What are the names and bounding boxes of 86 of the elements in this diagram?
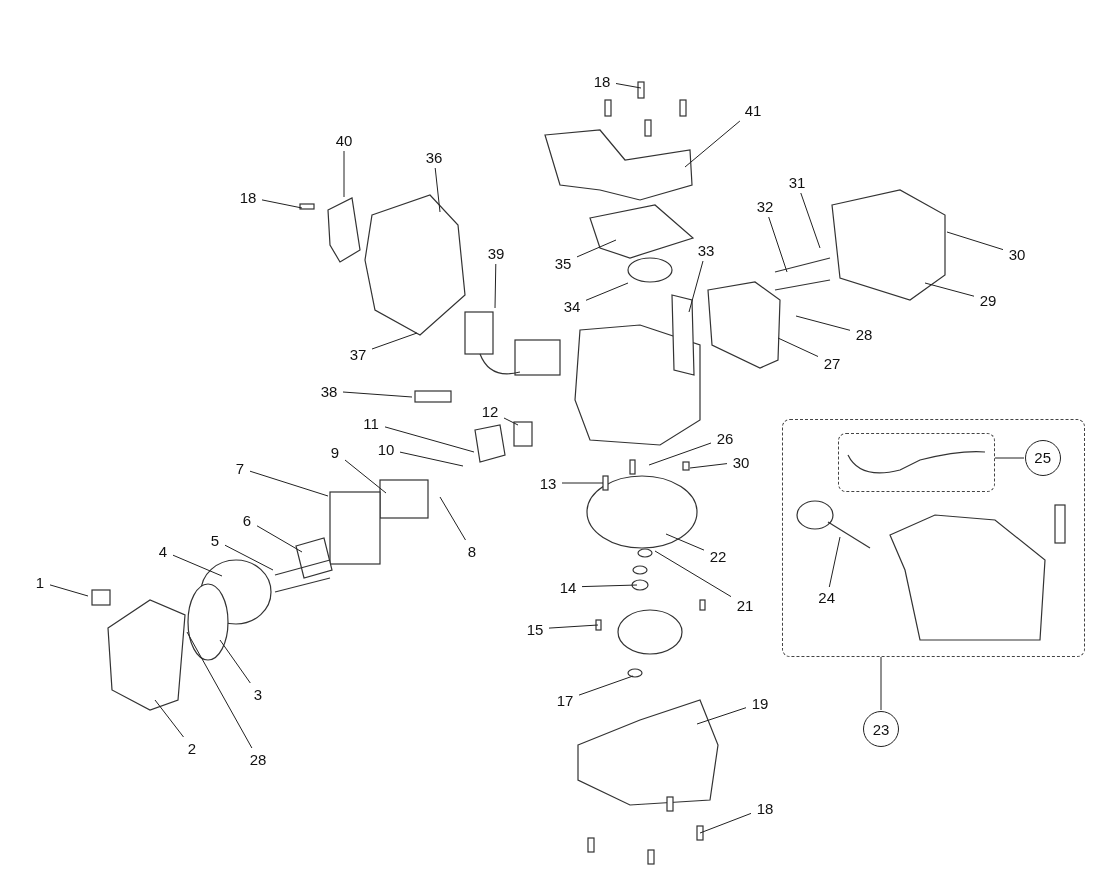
callout-number: 30 <box>1005 245 1029 263</box>
callout-number: 4 <box>155 542 171 560</box>
callout-number: 12 <box>478 402 502 420</box>
leader-line <box>777 337 819 357</box>
leader-line <box>224 544 274 571</box>
leader-line <box>654 550 732 598</box>
callout-number: 38 <box>317 382 341 400</box>
callout-number: 40 <box>332 131 356 149</box>
callout-number: 5 <box>207 531 223 549</box>
leader-line <box>581 584 638 588</box>
callout-number: 18 <box>753 799 777 817</box>
callout-number: 19 <box>748 694 772 712</box>
leader-line <box>261 199 303 209</box>
callout-number: 36 <box>422 148 446 166</box>
leader-line <box>503 417 519 426</box>
callout-number: 28 <box>852 325 876 343</box>
leader-line <box>576 239 617 258</box>
leader-line <box>946 231 1004 251</box>
leader-line <box>439 496 466 541</box>
leader-line <box>924 282 975 297</box>
leader-line <box>371 332 418 350</box>
leader-line <box>689 463 728 469</box>
callout-number: 1 <box>32 573 48 591</box>
callout-number: 15 <box>523 620 547 638</box>
callout-number: 8 <box>464 542 480 560</box>
callout-number: 3 <box>250 685 266 703</box>
callout-number: 34 <box>560 297 584 315</box>
callout-number: 10 <box>374 440 398 458</box>
dashed-subassembly-box <box>837 432 995 492</box>
leader-line <box>49 584 89 597</box>
leader-line <box>399 451 464 467</box>
callout-number: 13 <box>536 474 560 492</box>
callout-number: 2 <box>184 739 200 757</box>
leader-line <box>699 812 752 834</box>
callout-number: 27 <box>820 354 844 372</box>
leader-line <box>384 426 475 453</box>
callout-number: 29 <box>976 291 1000 309</box>
leader-line <box>795 315 851 331</box>
callout-number: 24 <box>814 588 839 607</box>
callout-number: 7 <box>232 459 248 477</box>
leader-line <box>172 554 223 577</box>
leader-line <box>343 150 345 198</box>
leader-line <box>994 457 1025 459</box>
leader-line <box>665 533 705 551</box>
leader-line <box>154 699 184 738</box>
leader-line <box>696 707 747 725</box>
leader-line <box>548 624 599 629</box>
leader-line <box>494 263 497 309</box>
callout-number: 14 <box>556 578 580 596</box>
leader-line <box>800 192 821 249</box>
callout-number: 33 <box>694 241 718 259</box>
callout-number: 22 <box>706 547 730 565</box>
leader-line <box>561 482 604 484</box>
leader-line <box>578 675 634 696</box>
leader-line <box>880 656 882 711</box>
callout-number: 41 <box>741 101 765 119</box>
leader-line <box>186 631 253 749</box>
callout-number: 11 <box>359 414 383 432</box>
leader-line <box>342 391 413 398</box>
callout-number: 31 <box>785 173 809 191</box>
leader-line <box>768 216 788 273</box>
callout-number: 18 <box>236 188 260 206</box>
callout-number: 32 <box>753 197 777 215</box>
callout-number: 26 <box>713 429 737 447</box>
callout-number: 17 <box>553 691 577 709</box>
leader-line <box>434 167 441 213</box>
leader-line <box>256 525 303 553</box>
leader-line <box>684 120 741 168</box>
dashed-kit-box <box>782 419 1085 657</box>
callout-number: 28 <box>246 750 270 768</box>
leader-line <box>648 442 712 466</box>
callout-number: 37 <box>346 345 370 363</box>
callout-number: 9 <box>327 443 343 461</box>
leader-line <box>219 639 251 684</box>
callout-number: 35 <box>551 254 575 272</box>
leader-line <box>688 260 704 313</box>
callout-number: 6 <box>239 511 255 529</box>
leader-line <box>249 470 329 497</box>
callout-number: 18 <box>590 72 614 90</box>
callout-number: 30 <box>729 453 753 471</box>
leader-line <box>615 83 642 89</box>
leader-line <box>828 536 841 588</box>
callout-number: 21 <box>733 596 757 614</box>
callout-number: 39 <box>484 244 508 262</box>
leader-line <box>344 459 387 494</box>
leader-line <box>585 282 629 301</box>
